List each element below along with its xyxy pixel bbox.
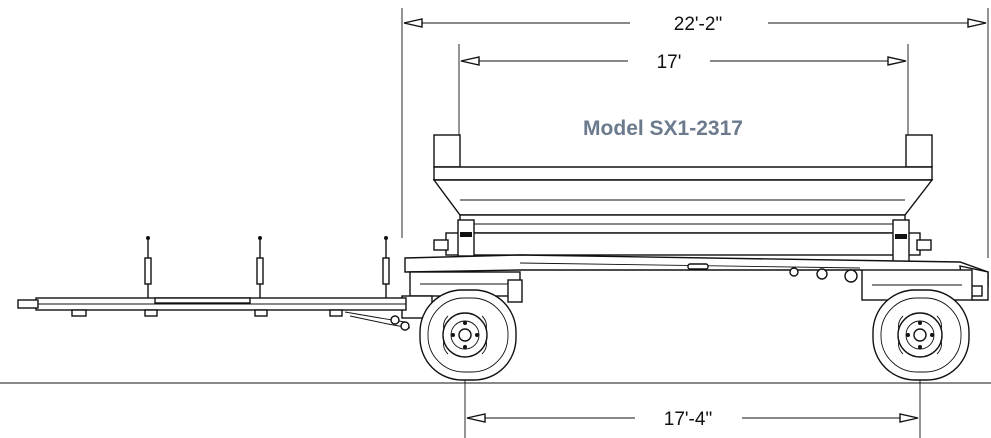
overall-length-label: 22'-2"	[674, 14, 722, 35]
rear-wheel	[872, 289, 970, 381]
dimension-overall-length: 22'-2"	[401, 8, 989, 258]
hopper-box	[432, 134, 934, 256]
box-length-label: 17'	[657, 52, 682, 73]
tongue-hitch	[17, 297, 411, 331]
wheelbase-label: 17'-4"	[664, 409, 712, 430]
tongue-pole-2	[256, 236, 264, 298]
tongue-pole-1	[144, 236, 152, 298]
dimension-wheelbase: 17'-4"	[464, 345, 921, 438]
model-label: Model SX1-2317	[583, 117, 743, 140]
dimension-box-length: 17'	[458, 44, 909, 148]
tongue-pole-3	[382, 236, 390, 298]
lift-cylinder-rear	[892, 219, 932, 263]
front-wheel	[419, 289, 517, 381]
